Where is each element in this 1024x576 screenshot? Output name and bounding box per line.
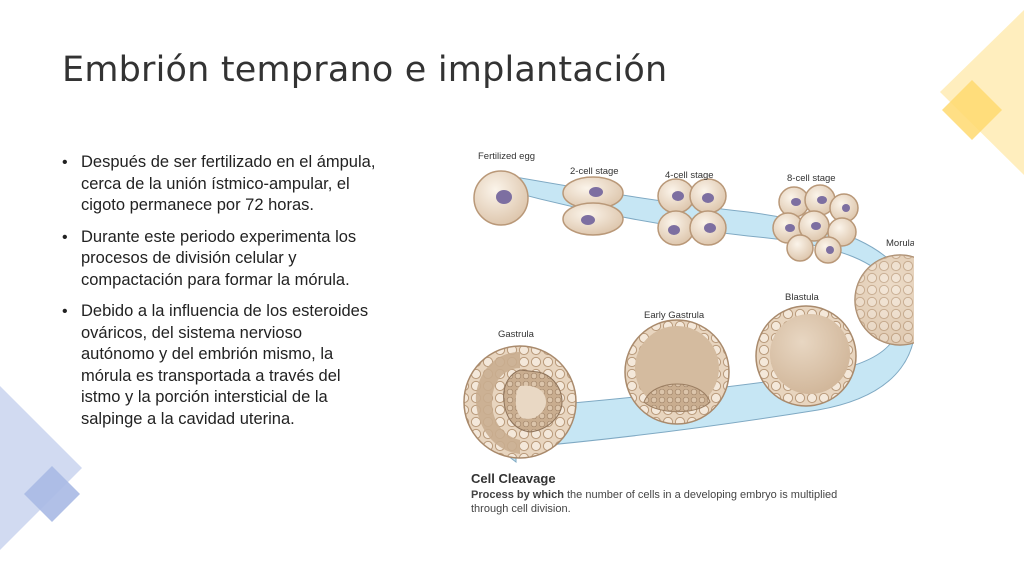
caption-bold: Process by which: [471, 489, 564, 501]
caption-line-1: Process by which the number of cells in …: [471, 489, 837, 501]
stage-labels: Fertilized egg 2-cell stage 4-cell stage…: [478, 151, 914, 340]
stage-morula: [854, 254, 914, 346]
stage-gastrula: [463, 345, 577, 459]
bullet-item: • Durante este periodo experimenta los pr…: [62, 227, 377, 292]
label-4-cell: 4-cell stage: [665, 170, 714, 181]
bullet-text: Debido a la influencia de los esteroides…: [81, 302, 369, 428]
caption-rest: the number of cells in a developing embr…: [564, 489, 837, 501]
deco-yellow-small: [942, 80, 1002, 140]
bullet-dot: •: [62, 303, 68, 320]
stage-early-gastrula: [624, 319, 730, 425]
label-gastrula: Gastrula: [498, 329, 535, 340]
bullet-dot: •: [62, 228, 68, 246]
bullet-list: • Después de ser fertilizado en el ámpula…: [62, 152, 377, 440]
bullet-dot: •: [62, 154, 68, 171]
label-fertilized-egg: Fertilized egg: [478, 151, 535, 162]
deco-blue-small: [24, 466, 80, 522]
stage-fertilized-egg: [473, 170, 529, 226]
stage-8-cell: [772, 184, 859, 264]
bullet-text: Durante este periodo experimenta los pro…: [81, 227, 357, 289]
stage-4-cell: [657, 178, 727, 246]
bullet-text: Después de ser fertilizado en el ámpula,…: [81, 153, 376, 214]
caption-title: Cell Cleavage: [471, 471, 556, 486]
stage-2-cell: [562, 176, 624, 236]
label-blastula: Blastula: [785, 292, 820, 303]
label-8-cell: 8-cell stage: [787, 173, 836, 184]
caption-line-2: through cell division.: [471, 503, 571, 515]
label-early-gastrula: Early Gastrula: [644, 310, 705, 321]
label-morula: Morula: [886, 238, 914, 249]
bullet-item: • Después de ser fertilizado en el ámpula…: [62, 152, 377, 217]
figure-caption: Cell Cleavage Process by which the numbe…: [471, 471, 837, 515]
slide-title: Embrión temprano e implantación: [62, 50, 668, 90]
cell-cleavage-figure: Fertilized egg 2-cell stage 4-cell stage…: [463, 151, 914, 515]
bullet-item: • Debido a la influencia de los esteroide…: [62, 301, 377, 430]
deco-blue-large: [0, 386, 82, 550]
stage-blastula: [755, 305, 857, 407]
label-2-cell: 2-cell stage: [570, 166, 619, 177]
